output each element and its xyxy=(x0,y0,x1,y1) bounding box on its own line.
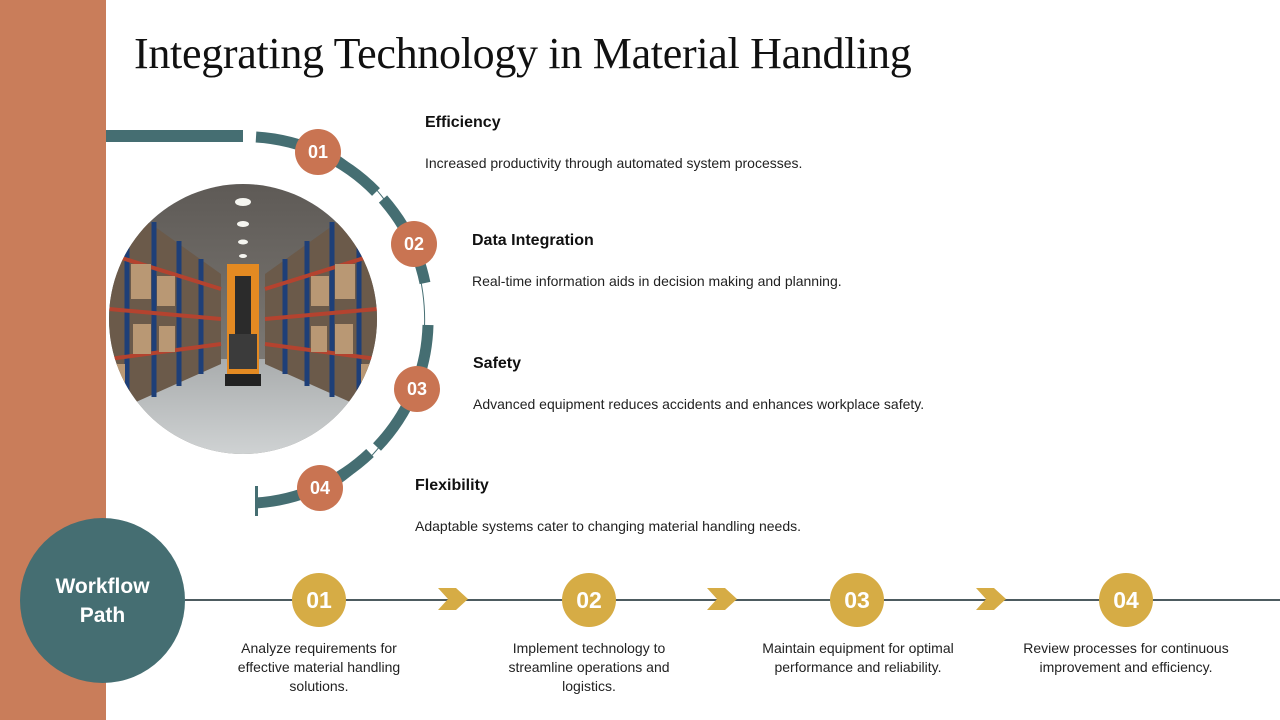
feature-badge-03: 03 xyxy=(394,366,440,412)
workflow-label-line2: Path xyxy=(79,603,126,627)
feature-title-safety: Safety xyxy=(473,355,522,372)
workflow-path-label: Workflow Path xyxy=(20,518,185,683)
feature-desc-efficiency: Increased productivity through automated… xyxy=(425,155,803,171)
chevron-right-icon xyxy=(707,588,737,610)
workflow-step-badge-04: 04 xyxy=(1099,573,1153,627)
chevron-right-icon xyxy=(438,588,468,610)
feature-badge-02: 02 xyxy=(391,221,437,267)
feature-badge-01: 01 xyxy=(295,129,341,175)
arc-top-bar xyxy=(106,130,243,142)
workflow-step-badge-02: 02 xyxy=(562,573,616,627)
page-title: Integrating Technology in Material Handl… xyxy=(134,29,912,78)
feature-desc-data-integration: Real-time information aids in decision m… xyxy=(472,273,842,289)
workflow-label-line1: Workflow xyxy=(55,574,150,598)
workflow-step-badge-03: 03 xyxy=(830,573,884,627)
feature-title-flexibility: Flexibility xyxy=(415,477,489,494)
feature-desc-flexibility: Adaptable systems cater to changing mate… xyxy=(415,518,802,534)
workflow-step-desc-04: Review processes for continuous improvem… xyxy=(1023,640,1229,675)
feature-desc-safety: Advanced equipment reduces accidents and… xyxy=(473,396,925,412)
feature-title-efficiency: Efficiency xyxy=(425,114,501,131)
arc-end-cap xyxy=(255,486,258,516)
workflow-step-badge-01: 01 xyxy=(292,573,346,627)
workflow-step-desc-02: Implement technology to streamline opera… xyxy=(508,640,670,694)
workflow-step-desc-01: Analyze requirements for effective mater… xyxy=(237,640,401,694)
workflow-step-desc-03: Maintain equipment for optimal performan… xyxy=(762,640,954,675)
chevron-right-icon xyxy=(976,588,1006,610)
warehouse-photo xyxy=(109,184,377,454)
feature-badge-04: 04 xyxy=(297,465,343,511)
feature-title-data-integration: Data Integration xyxy=(472,232,594,249)
